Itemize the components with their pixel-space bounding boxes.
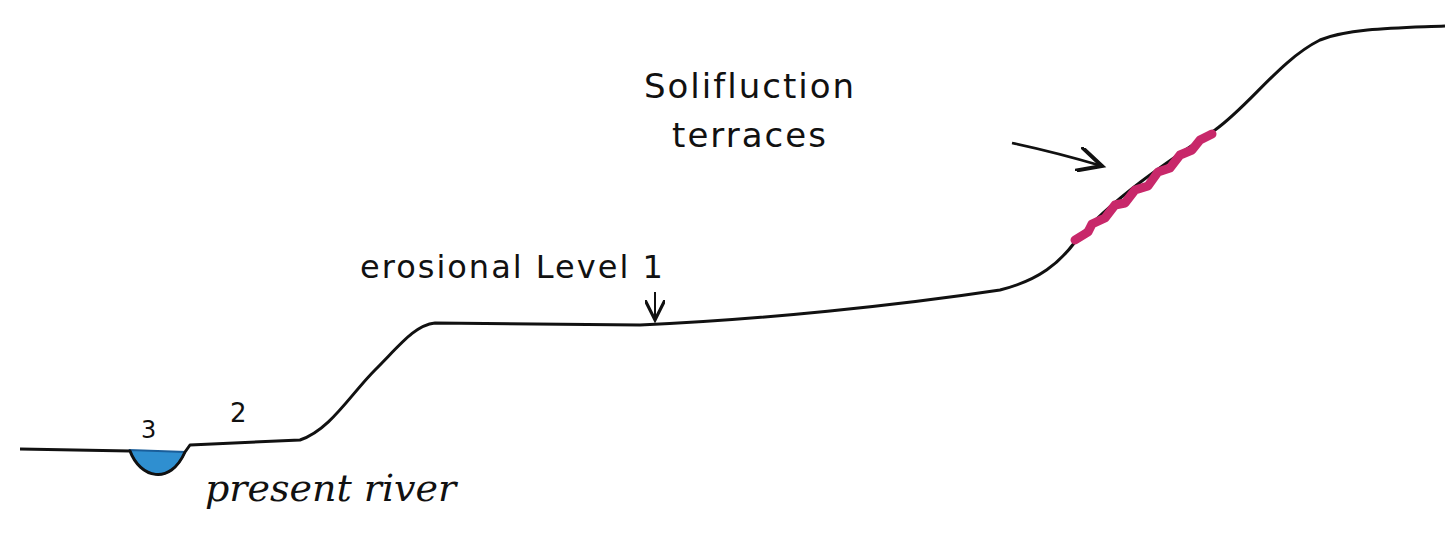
feature-label: present river bbox=[205, 466, 456, 512]
leader-arrow bbox=[1012, 143, 1102, 166]
callout-number: 3 bbox=[141, 416, 156, 445]
solifluction-terraces bbox=[1075, 134, 1212, 240]
river-water bbox=[130, 450, 185, 474]
feature-label: Solifluction terraces bbox=[600, 62, 900, 161]
leader-arrow bbox=[654, 292, 656, 320]
callout-number: 2 bbox=[230, 398, 247, 429]
level-label: erosional Level 1 bbox=[360, 248, 665, 286]
ground-profile bbox=[20, 26, 1445, 474]
